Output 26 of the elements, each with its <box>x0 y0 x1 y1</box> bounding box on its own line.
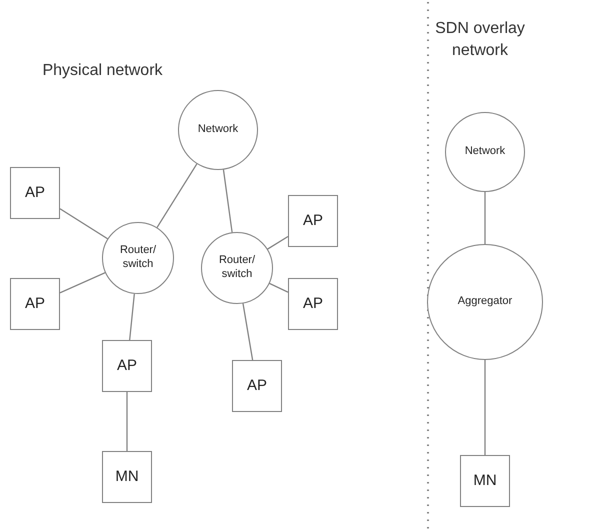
section-title: Physical network <box>41 61 164 81</box>
node-circle: Router/ switch <box>201 232 273 304</box>
connector-line <box>242 303 254 360</box>
connector-line <box>129 294 135 340</box>
node-box: MN <box>460 455 510 507</box>
section-title: SDN overlay network <box>434 19 526 62</box>
connector-line <box>222 170 233 232</box>
node-box: MN <box>102 451 152 503</box>
connector-line <box>484 360 486 455</box>
connector-line <box>126 392 128 451</box>
node-box: AP <box>102 340 152 392</box>
connector-line <box>267 236 288 250</box>
node-circle: Router/ switch <box>102 222 174 294</box>
connector-line <box>156 164 198 228</box>
connector-line <box>60 208 108 240</box>
node-box: AP <box>10 167 60 219</box>
node-box: AP <box>288 278 338 330</box>
node-circle: Network <box>178 90 258 170</box>
node-box: AP <box>232 360 282 412</box>
connector-line <box>60 272 106 294</box>
node-box: AP <box>288 195 338 247</box>
connector-line <box>269 282 288 293</box>
connector-line <box>484 192 486 244</box>
node-box: AP <box>10 278 60 330</box>
node-circle: Network <box>445 112 525 192</box>
node-circle: Aggregator <box>427 244 543 360</box>
